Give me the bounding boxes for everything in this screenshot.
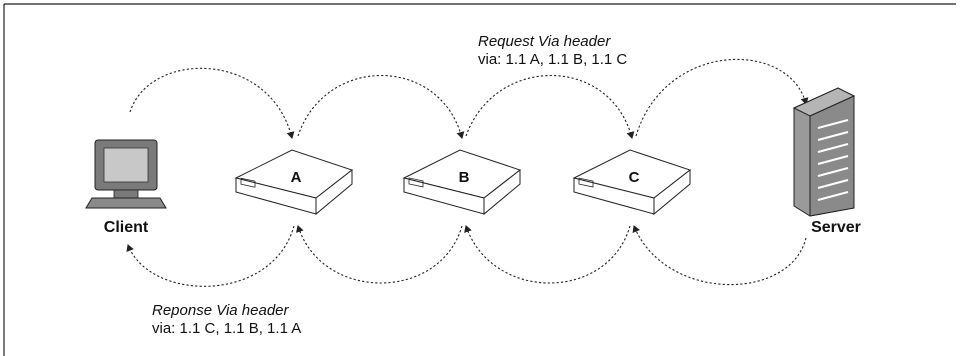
proxy-c-box-icon	[572, 149, 692, 216]
request-arc-client-a	[129, 67, 295, 139]
proxy-a-label: A	[291, 169, 302, 186]
response-note-title: Reponse Via header	[152, 302, 289, 319]
proxy-b-box-icon	[402, 149, 522, 216]
response-arc-server-c	[632, 225, 807, 286]
request-note-text: via: 1.1 A, 1.1 B, 1.1 C	[478, 51, 627, 68]
request-arc-c-server	[635, 58, 809, 137]
request-arc-b-c	[465, 75, 635, 139]
response-arc-a-client	[126, 225, 295, 287]
response-note-text: via: 1.1 C, 1.1 B, 1.1 A	[152, 320, 301, 337]
proxy-c-label: C	[629, 169, 640, 186]
client-computer-icon	[85, 139, 167, 209]
response-arc-b-a	[296, 225, 463, 284]
response-arc-c-b	[464, 225, 631, 284]
server-label: Server	[811, 219, 861, 236]
request-arc-a-b	[297, 75, 465, 139]
proxy-b-label: B	[459, 169, 470, 186]
server-tower-icon	[792, 87, 856, 217]
request-note-title: Request Via header	[478, 33, 611, 50]
proxy-a-box-icon	[234, 149, 354, 216]
client-label: Client	[104, 219, 149, 236]
